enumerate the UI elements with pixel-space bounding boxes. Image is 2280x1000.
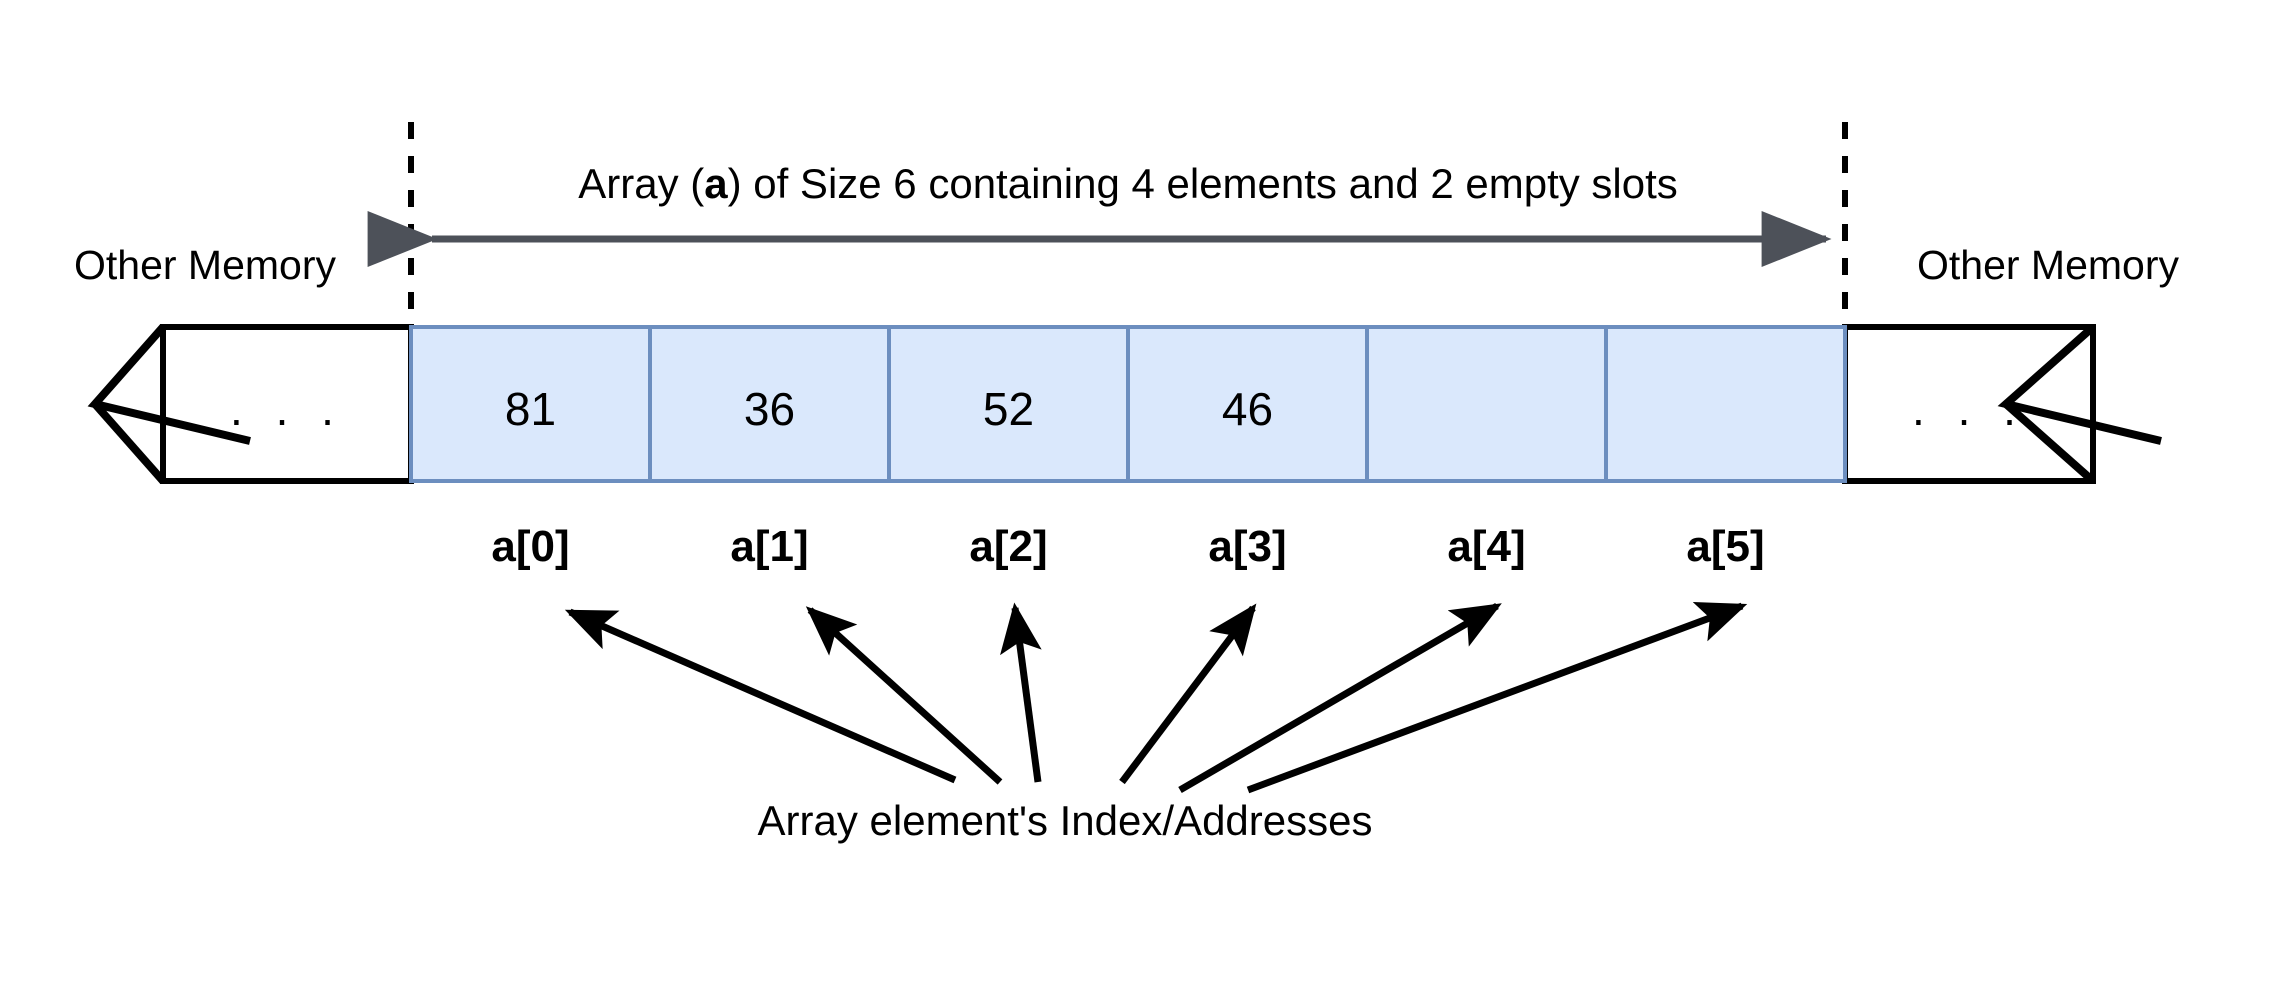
array-index-label-2: a[2] bbox=[969, 522, 1048, 571]
array-cell-5 bbox=[1604, 325, 1847, 483]
array-span-title-varname: a bbox=[704, 160, 728, 207]
pointer-arrow-2 bbox=[1000, 602, 1042, 783]
other-memory-label-right: Other Memory bbox=[1917, 242, 2179, 288]
array-cell-value-1: 36 bbox=[743, 383, 796, 435]
array-cell-0 bbox=[409, 325, 652, 483]
array-index-label-1: a[1] bbox=[730, 522, 809, 571]
other-memory-label-left: Other Memory bbox=[74, 242, 336, 288]
array-index-label-4: a[4] bbox=[1447, 522, 1526, 571]
array-cell-2 bbox=[887, 325, 1130, 483]
array-index-label-0: a[0] bbox=[491, 522, 570, 571]
pointer-arrow-0 bbox=[564, 608, 957, 784]
array-index-label-3: a[3] bbox=[1208, 522, 1287, 571]
array-cell-4 bbox=[1365, 325, 1608, 483]
pointer-arrow-4 bbox=[1178, 602, 1502, 794]
array-cells bbox=[409, 325, 1847, 483]
array-span-title: Array (a) of Size 6 containing 4 element… bbox=[578, 163, 1678, 205]
memory-break-zigzag-left-tail bbox=[92, 401, 166, 484]
array-span-title-suffix: ) of Size 6 containing 4 elements and 2 … bbox=[727, 160, 1678, 207]
pointer-arrow-3 bbox=[1119, 603, 1257, 785]
other-memory-ellipsis-left: . . . bbox=[230, 383, 344, 435]
index-pointer-arrows bbox=[564, 601, 1748, 794]
other-memory-block-right bbox=[1842, 324, 2096, 484]
pointer-caption: Array element's Index/Addresses bbox=[757, 797, 1373, 844]
pointer-arrow-5 bbox=[1246, 601, 1748, 794]
array-cell-value-0: 81 bbox=[504, 383, 557, 435]
array-cell-value-3: 46 bbox=[1221, 383, 1274, 435]
array-index-label-5: a[5] bbox=[1686, 522, 1765, 571]
array-cell-value-2: 52 bbox=[982, 383, 1035, 435]
memory-break-zigzag-right-tail bbox=[2003, 401, 2096, 484]
array-span-title-prefix: Array ( bbox=[578, 160, 705, 207]
other-memory-ellipsis-right: . . . bbox=[1912, 383, 2026, 435]
pointer-arrow-1 bbox=[805, 606, 1003, 785]
